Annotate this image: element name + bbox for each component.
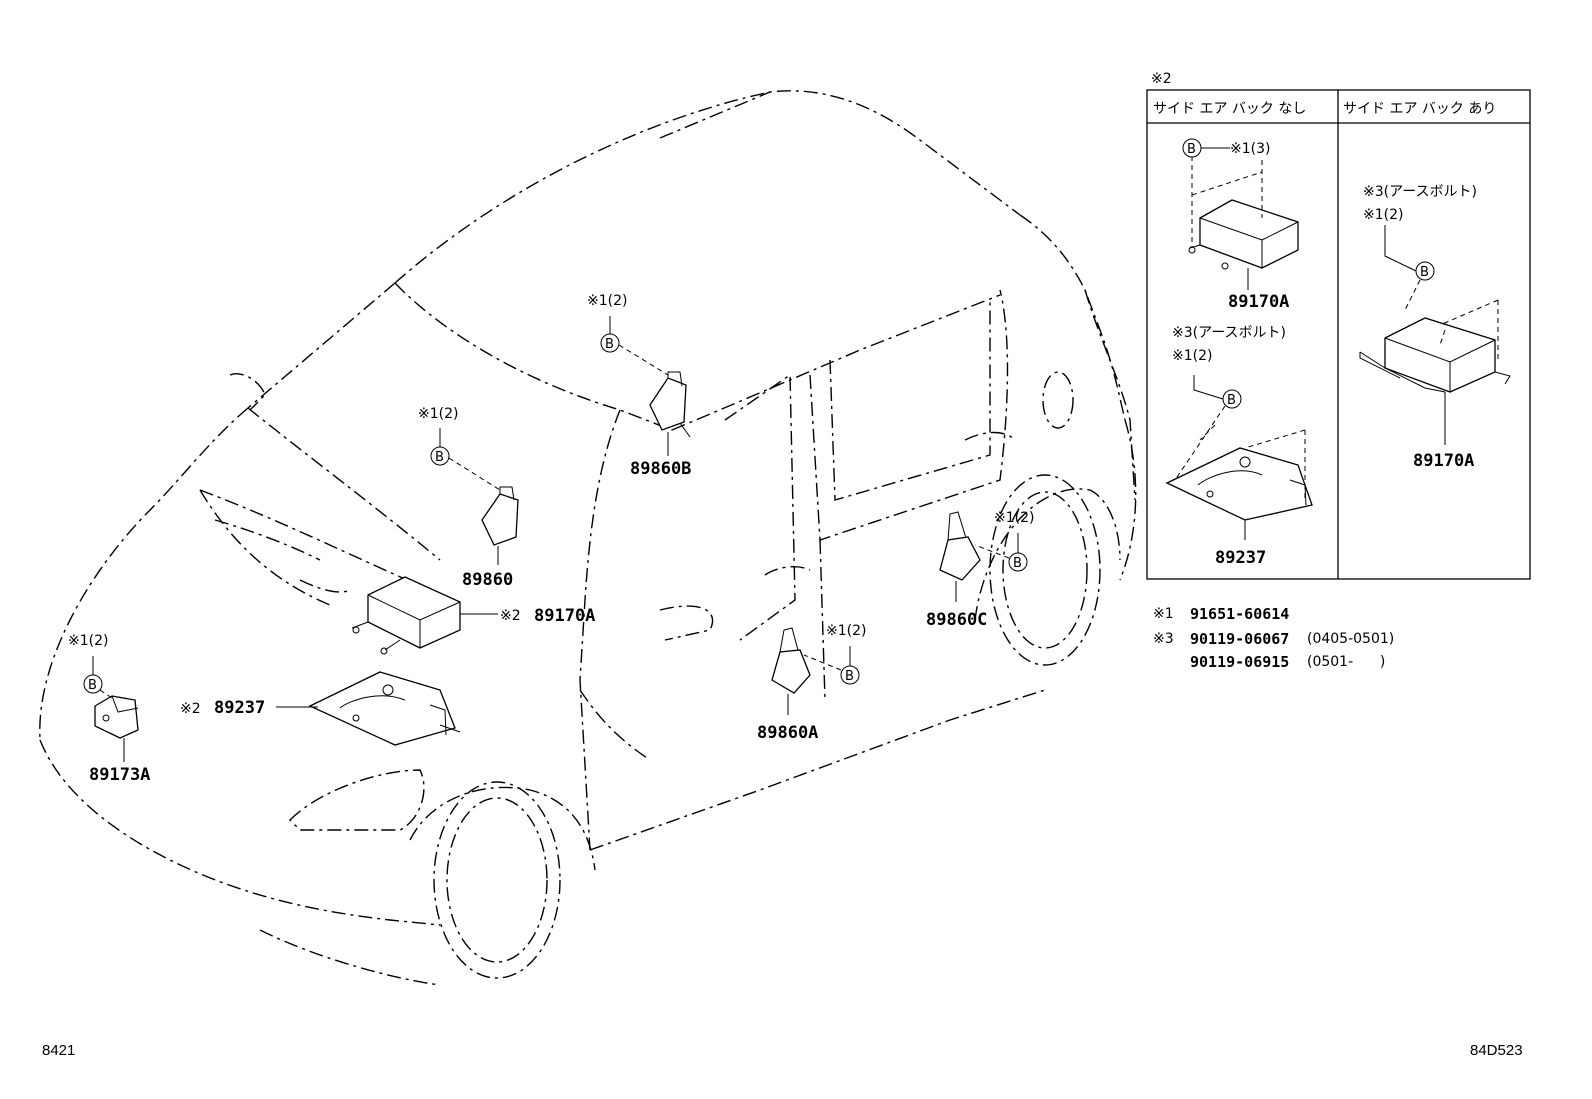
inset-c2-label-89170A: 89170A [1413, 451, 1474, 471]
note-mark-2: ※2 [180, 701, 201, 717]
callout-89860A-bolt [803, 646, 860, 685]
part-89860A [771, 627, 811, 715]
bolt-letter: B [605, 337, 614, 352]
inset-c1-top-callout: ※1(3) [1230, 141, 1270, 157]
note-3-part-b: 90119-06915 [1190, 653, 1289, 671]
callout-qty-89173A: ※1(2) [68, 633, 108, 649]
label-89860B: 89860B [630, 459, 691, 479]
label-89170A-main: 89170A [534, 606, 595, 626]
bolt-letter: B [1227, 393, 1236, 408]
note-3-range-b: (0501- ) [1307, 654, 1385, 670]
inset-c1-earth-bolt: ※3(アースボルト) [1172, 325, 1286, 341]
part-89860 [481, 486, 519, 565]
vehicle-outline [39, 90, 1137, 986]
note-3-part-a: 90119-06067 [1190, 630, 1289, 648]
part-89237-main [276, 671, 461, 746]
note-1-mark: ※1 [1153, 606, 1174, 622]
callout-qty-89860A: ※1(2) [826, 623, 866, 639]
note-1-part: 91651-60614 [1190, 605, 1289, 623]
note-mark-2: ※2 [500, 608, 521, 624]
part-89170A-main [351, 576, 498, 655]
label-89173A: 89173A [89, 765, 150, 785]
label-89860C: 89860C [926, 610, 987, 630]
part-89860B [649, 371, 691, 456]
note-3-mark: ※3 [1153, 631, 1174, 647]
callout-89860-bolt [430, 428, 501, 491]
inset-c1-89237 [1165, 375, 1313, 540]
footer-right-code: 84D523 [1470, 1042, 1523, 1059]
inset-table [1146, 89, 1531, 580]
callout-qty-89860B: ※1(2) [587, 293, 627, 309]
part-89860C [939, 511, 981, 602]
inset-c1-label-89237: 89237 [1215, 548, 1266, 568]
callout-qty-89860: ※1(2) [418, 406, 458, 422]
inset-c1-89170A [1182, 138, 1299, 290]
inset-c2-earth-bolt: ※3(アースボルト) [1363, 184, 1477, 200]
inset-col2-header: サイド エア バック あり [1343, 101, 1496, 117]
inset-c1-label-89170A: 89170A [1228, 292, 1289, 312]
part-89173A [94, 695, 139, 762]
footer-left-code: 8421 [42, 1042, 75, 1059]
label-89237-main: 89237 [214, 698, 265, 718]
inset-c2-qty: ※1(2) [1363, 207, 1403, 223]
callout-89860C-bolt [974, 533, 1028, 572]
bolt-letter: B [1013, 556, 1022, 571]
bolt-letter: B [845, 669, 854, 684]
inset-c2-89170A [1359, 225, 1511, 445]
bolt-letter: B [1420, 265, 1429, 280]
bolt-letter: B [435, 450, 444, 465]
bolt-letter: B [88, 678, 97, 693]
inset-c1-qty: ※1(2) [1172, 348, 1212, 364]
inset-marker: ※2 [1151, 71, 1172, 87]
callout-89860B-bolt [600, 316, 669, 376]
label-89860: 89860 [462, 570, 513, 590]
callout-qty-89860C: ※1(2) [994, 510, 1034, 526]
bolt-letter: B [1187, 142, 1196, 157]
callout-89173A-bolt [83, 656, 116, 701]
label-89860A: 89860A [757, 723, 818, 743]
inset-col1-header: サイド エア バック なし [1153, 101, 1306, 117]
note-3-range-a: (0405-0501) [1307, 631, 1394, 647]
